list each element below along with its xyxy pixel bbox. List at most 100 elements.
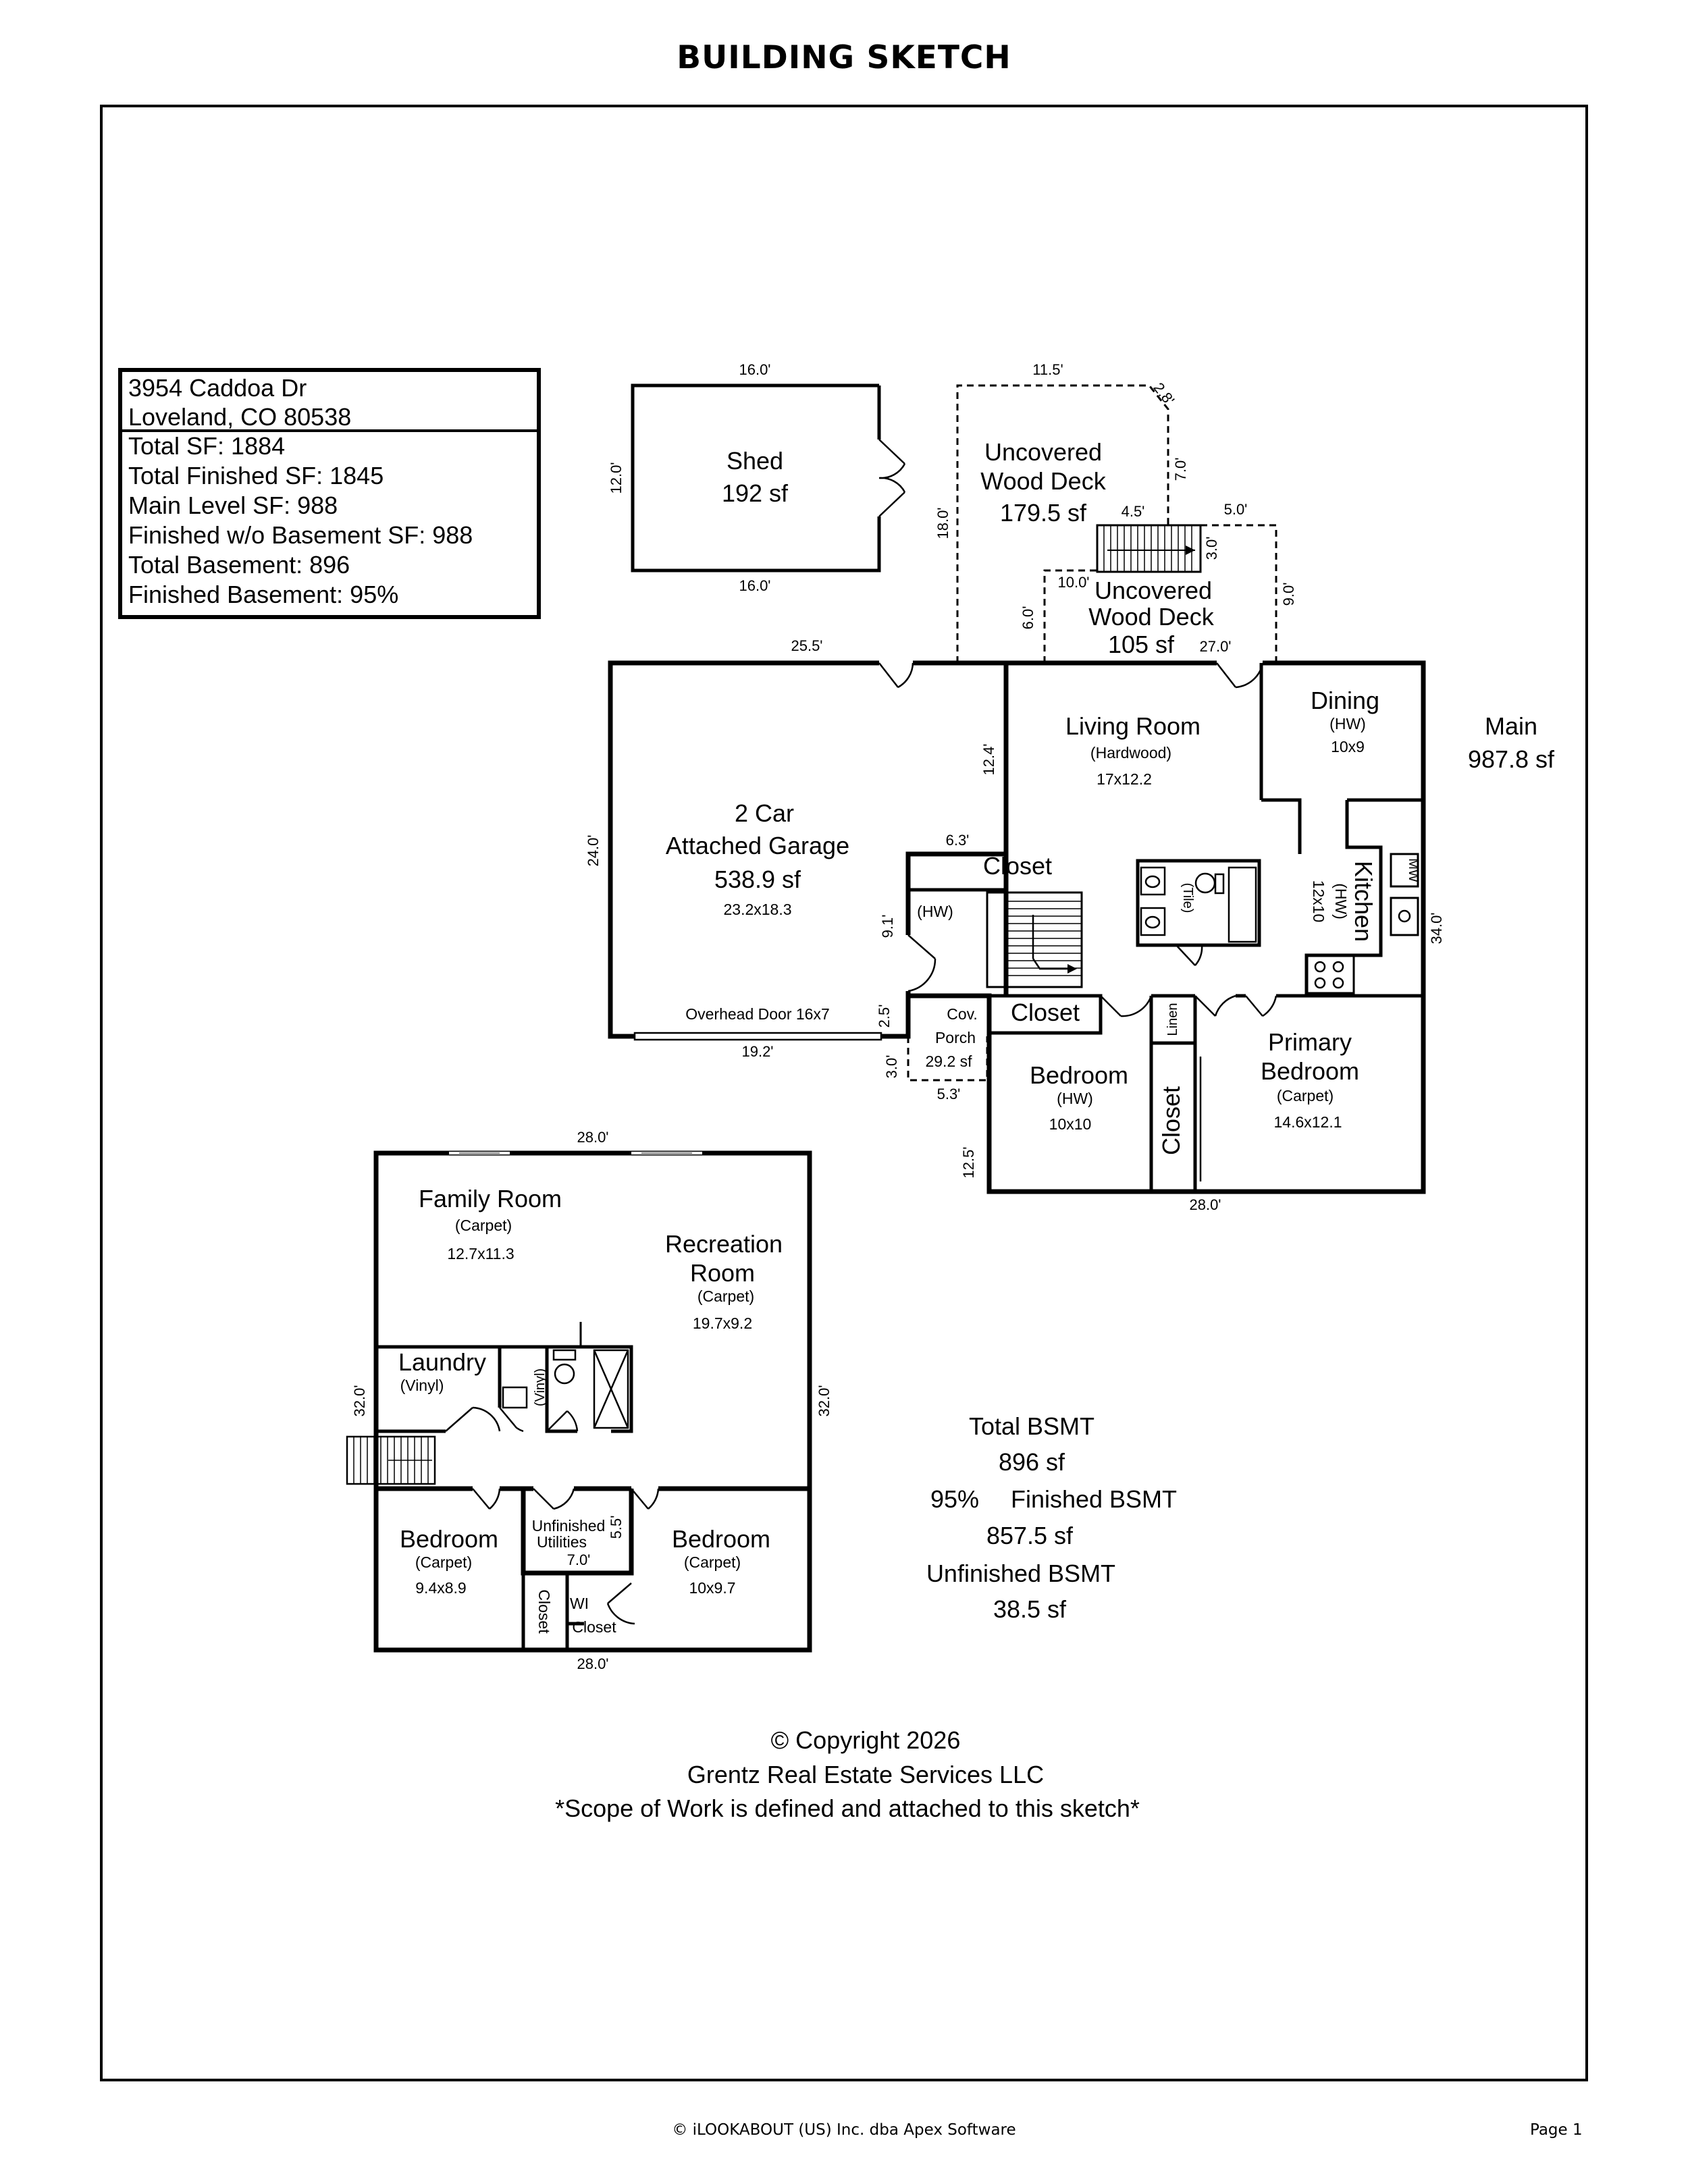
recreation-line2: Room	[690, 1259, 755, 1287]
wi-closet-line2: Closet	[572, 1618, 616, 1636]
closet-primary-label: Closet	[1157, 1086, 1185, 1155]
copyright-block: © Copyright 2026 Grentz Real Estate Serv…	[555, 1726, 1140, 1822]
shed-dim-bottom: 16.0'	[739, 577, 770, 594]
living-room-floor: (Hardwood)	[1090, 744, 1171, 762]
lower-deck-line2: Wood Deck	[1088, 603, 1214, 631]
upper-deck-dim-right: 7.0'	[1172, 458, 1189, 481]
garage-line1: 2 Car	[735, 799, 794, 827]
garage-dim-top: 25.5'	[791, 637, 822, 654]
linen-label: Linen	[1165, 1003, 1180, 1036]
main-bath-floor: (Tile)	[1180, 883, 1195, 913]
copyright-line2: Grentz Real Estate Services LLC	[687, 1761, 1044, 1788]
garage-line2: Attached Garage	[666, 832, 849, 859]
lower-deck-dim-top-right: 5.0'	[1224, 501, 1248, 518]
bedroom-left-size: 9.4x8.9	[415, 1579, 466, 1597]
footer-page-number: Page 1	[1530, 2121, 1583, 2139]
lower-deck-dim-right: 9.0'	[1280, 583, 1297, 606]
lower-deck: Uncovered Wood Deck 105 sf 5.0' 3.0' 10.…	[1020, 501, 1297, 663]
property-info-box: 3954 Caddoa Dr Loveland, CO 80538 Total …	[118, 368, 541, 619]
basement-summary: Total BSMT 896 sf 95% Finished BSMT 857.…	[926, 1412, 1177, 1623]
deck-stairs	[1096, 524, 1202, 573]
basement-dim-right: 32.0'	[816, 1385, 833, 1416]
address-line-1: 3954 Caddoa Dr	[128, 374, 307, 402]
family-room-size: 12.7x11.3	[447, 1245, 514, 1262]
main-level-area: 987.8 sf	[1468, 745, 1555, 773]
primary-floor: (Carpet)	[1277, 1087, 1334, 1104]
main-level: MW (Tile) Closet (HW) Closet Linen Close…	[906, 660, 1555, 1213]
garage-dim-right-upper: 12.4'	[980, 743, 997, 775]
total-sf: Total SF: 1884	[128, 432, 285, 460]
basement-bath-floor: (Vinyl)	[533, 1368, 548, 1406]
main-level-label: Main	[1485, 712, 1537, 740]
shed-dim-left: 12.0'	[608, 462, 625, 494]
total-bsmt-value: 896 sf	[999, 1448, 1065, 1476]
basement-level: (Vinyl) Family Room (Carpet) 12.7x11.3 R…	[346, 1129, 833, 1672]
kitchen-label: Kitchen	[1350, 861, 1377, 942]
unfinished-bsmt-value: 38.5 sf	[993, 1595, 1067, 1623]
family-room-floor: (Carpet)	[455, 1217, 512, 1234]
total-bsmt-label: Total BSMT	[969, 1412, 1094, 1440]
closet-hw-label: Closet	[983, 852, 1052, 880]
garage-dim-left: 24.0'	[585, 834, 602, 866]
laundry-floor: (Vinyl)	[400, 1377, 444, 1394]
finished-bsmt-pct: 95%	[930, 1485, 979, 1513]
upper-deck-dim-left: 18.0'	[934, 507, 951, 539]
bedroom-left-label: Bedroom	[400, 1525, 498, 1553]
primary-size: 14.6x12.1	[1273, 1113, 1342, 1131]
upper-deck-dim-top: 11.5'	[1032, 361, 1063, 378]
main-dim-right: 34.0'	[1428, 912, 1445, 944]
shed: Shed 192 sf 16.0' 16.0' 12.0'	[608, 361, 906, 594]
bedroom-size: 10x10	[1049, 1115, 1092, 1133]
closet-hw-floor: (HW)	[917, 903, 953, 920]
primary-line2: Bedroom	[1261, 1057, 1359, 1085]
basement-dim-bottom: 28.0'	[577, 1655, 608, 1672]
living-room-label: Living Room	[1065, 712, 1201, 740]
address-line-2: Loveland, CO 80538	[128, 403, 351, 431]
wi-closet-line1: WI	[570, 1595, 589, 1612]
lower-deck-dim-stair-side: 3.0'	[1203, 537, 1220, 560]
kitchen-floor: (HW)	[1332, 883, 1350, 920]
lower-deck-dim-left: 6.0'	[1020, 606, 1036, 630]
upper-deck-dim-diag: 2.8'	[1150, 379, 1178, 408]
shed-dim-top: 16.0'	[739, 361, 770, 378]
main-dim-bottom: 28.0'	[1189, 1196, 1221, 1213]
sketch-frame	[100, 105, 1588, 2081]
utilities-line2: Utilities	[537, 1533, 587, 1551]
lower-deck-dim-left-top: 10.0'	[1057, 574, 1089, 591]
shed-area: 192 sf	[722, 479, 789, 507]
lower-deck-line1: Uncovered	[1094, 577, 1212, 604]
family-room-label: Family Room	[419, 1185, 562, 1213]
bedroom-left-floor: (Carpet)	[415, 1553, 472, 1571]
copyright-line1: © Copyright 2026	[771, 1726, 961, 1754]
porch-line1: Cov.	[947, 1005, 978, 1023]
dining-label: Dining	[1311, 687, 1379, 714]
dining-floor: (HW)	[1329, 715, 1366, 733]
shed-label: Shed	[727, 447, 783, 475]
overhead-door-label: Overhead Door 16x7	[685, 1005, 830, 1023]
finished-bsmt-value: 857.5 sf	[986, 1522, 1074, 1549]
total-finished-sf: Total Finished SF: 1845	[128, 462, 384, 489]
page-title: BUILDING SKETCH	[677, 39, 1011, 76]
living-room-size: 17x12.2	[1097, 770, 1152, 788]
main-dim-left-lower: 12.5'	[960, 1146, 977, 1178]
finished-bsmt-label: Finished BSMT	[1011, 1485, 1177, 1513]
upper-deck-line1: Uncovered	[984, 438, 1102, 466]
copyright-line3: *Scope of Work is defined and attached t…	[555, 1794, 1140, 1822]
bedroom-right-size: 10x9.7	[689, 1579, 735, 1597]
bedroom-label: Bedroom	[1030, 1061, 1128, 1089]
primary-line1: Primary	[1268, 1028, 1352, 1056]
porch-dim-bottom: 5.3'	[937, 1086, 961, 1102]
mw-label: MW	[1406, 858, 1421, 882]
basement-closet-label: Closet	[535, 1589, 553, 1634]
basement-dim-left: 32.0'	[351, 1385, 368, 1416]
kitchen-size: 12x10	[1310, 880, 1327, 923]
utilities-line1: Unfinished	[532, 1517, 606, 1535]
dining-size: 10x9	[1331, 738, 1365, 755]
laundry-label: Laundry	[398, 1348, 486, 1376]
total-basement: Total Basement: 896	[128, 551, 350, 579]
footer-credit: © iLOOKABOUT (US) Inc. dba Apex Software	[672, 2121, 1016, 2139]
garage-size: 23.2x18.3	[723, 901, 791, 918]
bedroom-right-floor: (Carpet)	[684, 1553, 741, 1571]
bedroom-floor: (HW)	[1057, 1090, 1093, 1107]
